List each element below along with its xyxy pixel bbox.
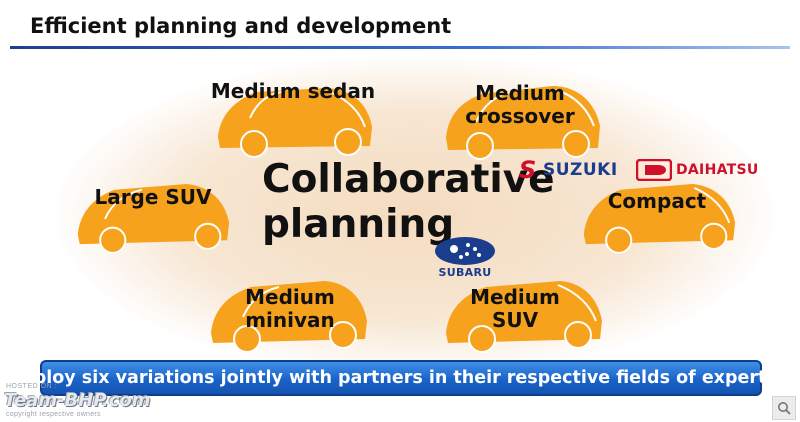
summary-banner-text: Deploy six variations jointly with partn… [7, 368, 795, 388]
label-medium-minivan-line2: minivan [245, 308, 335, 332]
car-icon-large-suv [72, 175, 232, 255]
label-medium-crossover-line2: crossover [465, 104, 575, 128]
daihatsu-d-icon [636, 159, 672, 181]
label-medium-suv: Medium SUV [450, 286, 580, 332]
label-compact-line1: Compact [607, 189, 707, 213]
subaru-wordmark: SUBARU [438, 266, 492, 279]
daihatsu-logo: DAIHATSU [636, 157, 759, 183]
label-medium-crossover: Medium crossover [445, 82, 595, 128]
label-medium-sedan-line1: Medium sedan [210, 79, 376, 103]
magnifier-icon[interactable] [772, 396, 796, 420]
center-label: Collaborative planning [262, 157, 555, 247]
label-medium-sedan: Medium sedan [208, 80, 378, 103]
label-compact: Compact [592, 190, 722, 213]
label-medium-suv-line2: SUV [491, 308, 539, 332]
watermark-copyright: copyright respective owners [6, 411, 101, 418]
subaru-stars-icon [435, 237, 495, 265]
label-medium-crossover-line1: Medium [475, 81, 565, 105]
car-icon-medium-suv [440, 275, 605, 355]
slide-title: Efficient planning and development [30, 14, 452, 38]
title-underline [10, 46, 790, 49]
subaru-logo: SUBARU [428, 236, 502, 279]
center-label-line2: planning [262, 202, 455, 247]
car-icon-medium-sedan [210, 82, 375, 162]
summary-banner: Deploy six variations jointly with partn… [7, 360, 795, 396]
suzuki-logo: S SUZUKI [519, 157, 618, 183]
label-large-suv: Large SUV [88, 186, 218, 209]
magnifier-glyph [778, 402, 791, 415]
car-icon-compact [578, 175, 738, 255]
watermark-hosted-on: HOSTED ON : [6, 383, 58, 390]
label-medium-suv-line1: Medium [470, 285, 560, 309]
car-icon-medium-minivan [205, 275, 370, 355]
team-bhp-watermark: HOSTED ON : Team-BHP.com copyright respe… [4, 383, 194, 419]
label-large-suv-line1: Large SUV [94, 185, 212, 209]
car-icon-medium-crossover [440, 82, 605, 162]
suzuki-s-icon: S [519, 156, 537, 184]
daihatsu-wordmark: DAIHATSU [676, 162, 759, 178]
center-label-line1: Collaborative [262, 157, 555, 202]
label-medium-minivan-line1: Medium [245, 285, 335, 309]
watermark-site: Team-BHP.com [4, 390, 151, 411]
label-medium-minivan: Medium minivan [225, 286, 355, 332]
suzuki-wordmark: SUZUKI [543, 160, 618, 180]
